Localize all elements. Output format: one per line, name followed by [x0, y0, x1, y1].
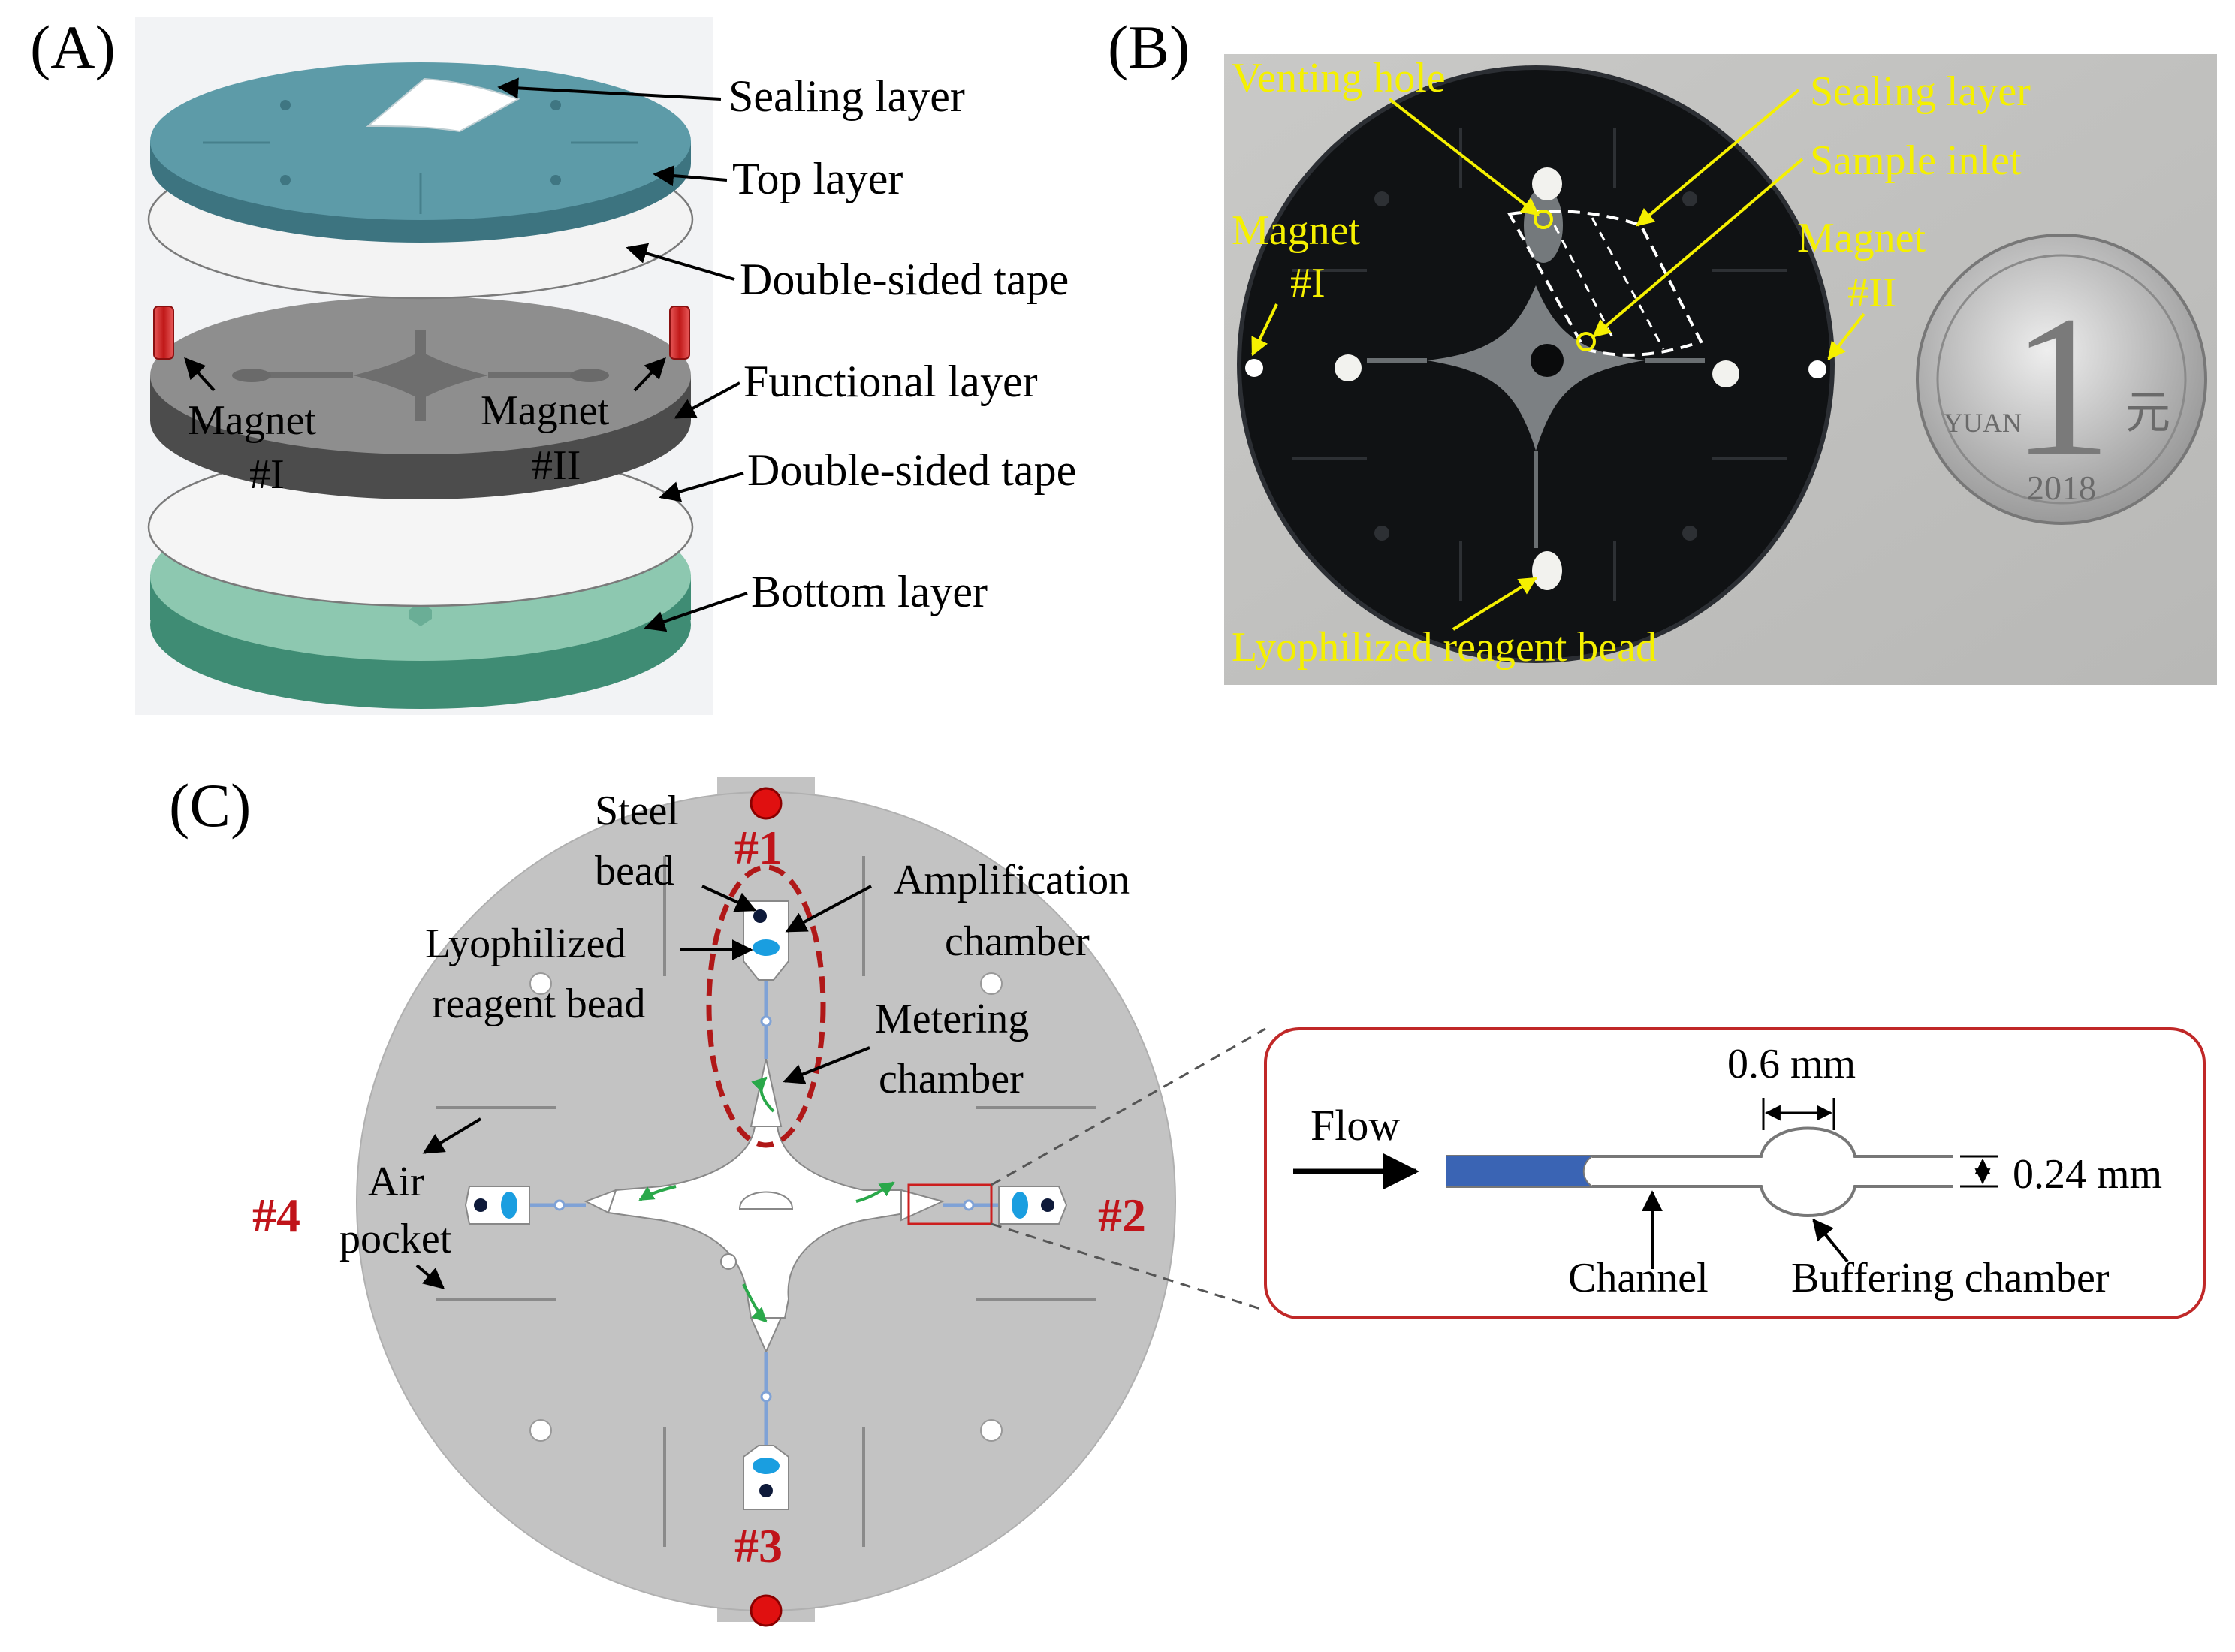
label-double-sided-tape-1: Double-sided tape	[740, 255, 1069, 304]
amplification-chamber-2	[998, 1186, 1068, 1225]
unit-1-highlight	[706, 864, 826, 1148]
buffering-chamber-3	[760, 1391, 772, 1403]
metering-chamber-4	[584, 1189, 617, 1214]
magnet-2-icon	[669, 306, 690, 360]
panel-c-leader-lines	[415, 885, 872, 1289]
label-amplification-chamber: chamber	[945, 918, 1090, 965]
magnet-1-icon	[153, 306, 174, 360]
panel-b-leader-lines	[1251, 89, 1866, 631]
channel-detail-inset: Flow 0.6 mm 0.24 mm Channel Buffering ch…	[1264, 1027, 2206, 1319]
panel-c-tag: (C)	[169, 771, 251, 840]
panel-a-leader-lines	[184, 77, 748, 632]
label-magnet-2: Magnet	[481, 387, 610, 434]
label-magnet-1: Magnet	[188, 397, 317, 444]
steel-bead-2	[1041, 1198, 1054, 1212]
panel-a-tag: (A)	[30, 13, 116, 81]
label-sealing-layer: Sealing layer	[728, 71, 965, 121]
unit-label-2: #2	[1098, 1189, 1146, 1242]
reagent-bead-2	[1012, 1192, 1028, 1219]
buffering-chamber-1	[760, 1015, 772, 1027]
label-lyophilized: Lyophilized	[425, 921, 626, 967]
label-magnet-2-b: Magnet	[1797, 215, 1926, 261]
label-magnet-2-number: #II	[532, 442, 581, 489]
buffering-chamber-2	[963, 1199, 975, 1211]
top-layer	[150, 62, 691, 243]
label-venting-hole: Venting hole	[1232, 55, 1446, 101]
label-buffering-chamber: Buffering chamber	[1791, 1255, 2110, 1301]
label-metering-chamber: chamber	[879, 1056, 1024, 1102]
label-width-dimension: 0.6 mm	[1727, 1041, 1856, 1087]
venting-hole-marker	[1534, 210, 1553, 229]
reagent-bead-4	[501, 1192, 517, 1219]
label-channel: Channel	[1568, 1255, 1709, 1301]
magnet-position-bottom	[750, 1594, 783, 1627]
label-magnet-1-number: #I	[249, 451, 285, 498]
fluid-fill	[1446, 1156, 1592, 1186]
label-reagent-bead: reagent bead	[432, 981, 645, 1027]
coin-year: 2018	[2027, 469, 2096, 507]
amplification-chamber-4	[464, 1186, 530, 1225]
functional-layer	[150, 297, 691, 499]
label-magnet-2-b-number: #II	[1847, 270, 1896, 316]
label-magnet-1-b: Magnet	[1232, 207, 1361, 254]
label-sealing-layer-b: Sealing layer	[1810, 68, 2031, 115]
buffering-chamber-4	[553, 1199, 566, 1211]
panel-b-tag: (B)	[1108, 13, 1190, 81]
amplification-chamber-1	[743, 900, 789, 981]
sealing-layer	[366, 77, 520, 133]
label-lyophilized-bead-b: Lyophilized reagent bead	[1232, 624, 1657, 671]
coin-image: 1 元 2018 YUAN	[1916, 234, 2207, 525]
magnet-position-top	[750, 787, 783, 820]
panel-b: (B)	[1108, 13, 2217, 685]
panel-a: (A)	[30, 13, 1076, 715]
label-functional-layer: Functional layer	[743, 357, 1038, 406]
reagent-bead-1	[753, 939, 780, 956]
inset-source-box	[907, 1183, 993, 1225]
steel-bead-4	[474, 1198, 487, 1212]
label-steel-bead-2: bead	[595, 848, 674, 894]
metering-chamber-2	[900, 1189, 945, 1222]
sample-inlet-marker	[1576, 332, 1596, 351]
steel-bead-1	[753, 909, 767, 923]
label-metering: Metering	[875, 996, 1029, 1042]
label-amplification: Amplification	[894, 857, 1130, 903]
alignment-holes	[529, 972, 1003, 1442]
label-top-layer: Top layer	[732, 154, 903, 203]
unit-label-4: #4	[252, 1189, 300, 1242]
label-air: Air	[368, 1159, 424, 1205]
label-bottom-layer: Bottom layer	[751, 567, 988, 616]
reagent-bead-3	[753, 1458, 780, 1474]
unit-label-1: #1	[734, 821, 783, 874]
label-magnet-1-b-number: #I	[1290, 260, 1326, 306]
amplification-chamber-3	[743, 1445, 789, 1510]
panel-c: (C)	[169, 771, 2206, 1627]
sealing-layer-outline	[1507, 209, 1703, 357]
steel-bead-3	[759, 1484, 773, 1497]
coin-latin: YUAN	[1944, 408, 2022, 438]
coin-value: 1	[2011, 274, 2113, 499]
label-steel-bead: Steel	[595, 788, 679, 834]
inset-connectors	[991, 1027, 1266, 1312]
unit-label-3: #3	[734, 1519, 783, 1572]
label-height-dimension: 0.24 mm	[2013, 1151, 2162, 1198]
label-sample-inlet: Sample inlet	[1810, 137, 2022, 184]
label-double-sided-tape-2: Double-sided tape	[747, 445, 1076, 495]
channel-outline	[1446, 1126, 1953, 1217]
flow-arrows	[638, 1076, 895, 1323]
label-air-pocket: pocket	[339, 1216, 452, 1262]
label-flow: Flow	[1311, 1101, 1400, 1150]
coin-chars: 元	[2125, 387, 2170, 439]
air-pocket-grooves	[436, 856, 1096, 1547]
